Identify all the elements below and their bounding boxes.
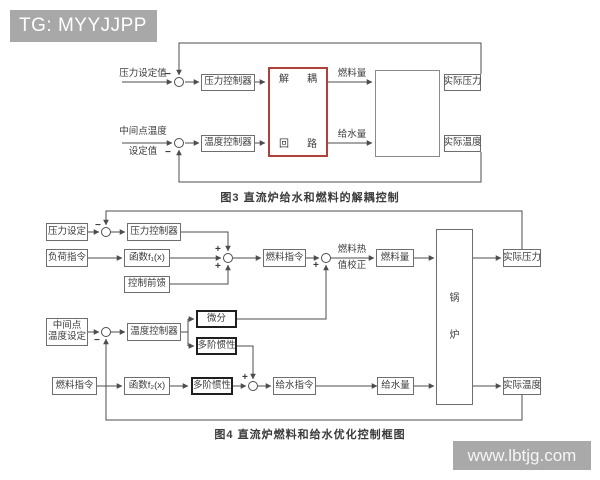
fig3-actual-temperature-box: 实际温度 bbox=[444, 135, 482, 152]
fig4-control-feedforward-box: 控制前馈 bbox=[124, 276, 170, 293]
fig4-plus-sign-b-bottom: + bbox=[215, 261, 221, 272]
fig4-fuel-command-box: 燃料指令 bbox=[263, 249, 306, 267]
fig4-actual-temperature-box: 实际温度 bbox=[503, 377, 541, 395]
fig3-pressure-controller-box: 压力控制器 bbox=[201, 74, 255, 91]
fig4-plus-sign-e: + bbox=[242, 372, 248, 383]
decouple-char-lu: 路 bbox=[307, 138, 317, 150]
fig3-actual-pressure-box: 实际压力 bbox=[444, 74, 482, 91]
boiler-char-lu: 炉 bbox=[449, 330, 460, 341]
fig4-heat-correction-label-line1: 燃料热 bbox=[337, 244, 367, 255]
tg-watermark-badge: TG: MYYJJPP bbox=[10, 10, 157, 42]
fig4-load-command-box: 负荷指令 bbox=[46, 249, 88, 267]
fig4-fuel-flow-box: 燃料量 bbox=[376, 249, 414, 267]
decouple-char-hui: 回 bbox=[279, 138, 289, 150]
boiler-char-guo: 锅 bbox=[449, 292, 460, 304]
summing-junction bbox=[101, 327, 111, 337]
fig4-feedwater-command-box: 给水指令 bbox=[273, 377, 316, 395]
fig3-caption: 图3 直流炉给水和燃料的解耦控制 bbox=[220, 192, 400, 204]
fig4-derivative-box: 微分 bbox=[196, 310, 237, 328]
fig4-minus-sign-temp: − bbox=[94, 335, 100, 346]
fig4-pressure-set-box: 压力设定 bbox=[46, 223, 88, 241]
fig3-midpoint-temp-label-line1: 中间点温度 bbox=[119, 126, 167, 137]
fig4-midpoint-temp-set-box: 中间点 温度设定 bbox=[46, 318, 88, 346]
fig4-pressure-controller-box: 压力控制器 bbox=[127, 223, 181, 241]
fig3-midpoint-temp-label-line2: 设定值 bbox=[128, 146, 158, 157]
fig3-temp-controller-box: 温度控制器 bbox=[201, 135, 255, 152]
fig4-function1-box: 函数f₁(x) bbox=[124, 249, 170, 267]
fig4-plus-sign-b-top: + bbox=[215, 244, 221, 255]
fig4-fuel-command2-box: 燃料指令 bbox=[52, 377, 97, 395]
fig3-decoupling-loop-box: 解 耦 回 路 bbox=[268, 67, 328, 157]
fig3-decoupling-loop-text: 解 耦 回 路 bbox=[270, 69, 326, 155]
summing-junction bbox=[248, 381, 258, 391]
fig4-minus-sign-pressure: − bbox=[95, 220, 101, 231]
summing-junction bbox=[321, 253, 331, 263]
fig3-pressure-setpoint-label: 压力设定值 bbox=[119, 68, 167, 79]
fig4-caption: 图4 直流炉燃料和给水优化控制框图 bbox=[214, 429, 406, 441]
site-watermark: www.lbtjg.com bbox=[453, 441, 591, 470]
fig4-boiler-box: 锅 炉 bbox=[436, 229, 473, 405]
fig3-fuel-flow-label: 燃料量 bbox=[337, 68, 367, 79]
fig3-minus-sign-temperature: − bbox=[165, 147, 171, 158]
fig4-heat-correction-label-line2: 值校正 bbox=[337, 260, 367, 271]
fig4-multi-order-inertia-b-box: 多阶惯性 bbox=[191, 377, 233, 395]
fig3-feedwater-flow-label: 给水量 bbox=[337, 129, 367, 140]
fig3-coupling-plant-box bbox=[375, 70, 440, 157]
fig3-minus-sign-pressure: − bbox=[165, 69, 171, 80]
fig4-midpoint-line1: 中间点 bbox=[52, 320, 82, 332]
fig4-actual-pressure-box: 实际压力 bbox=[503, 249, 541, 267]
fig4-boiler-label: 锅 炉 bbox=[450, 293, 460, 342]
fig4-function2-box: 函数f₂(x) bbox=[124, 377, 170, 395]
decouple-char-jie: 解 bbox=[279, 74, 289, 85]
summing-junction bbox=[101, 227, 111, 237]
fig4-plus-sign-c: + bbox=[313, 260, 319, 271]
fig4-midpoint-line2: 温度设定 bbox=[47, 331, 86, 342]
summing-junction bbox=[174, 138, 184, 148]
fig4-feedwater-flow-box: 给水量 bbox=[377, 377, 414, 395]
fig4-multi-order-inertia-a-box: 多阶惯性 bbox=[196, 337, 237, 355]
decouple-char-ou: 耦 bbox=[307, 74, 317, 85]
summing-junction bbox=[223, 253, 233, 263]
summing-junction bbox=[174, 77, 184, 87]
fig4-temp-controller-box: 温度控制器 bbox=[127, 323, 181, 341]
